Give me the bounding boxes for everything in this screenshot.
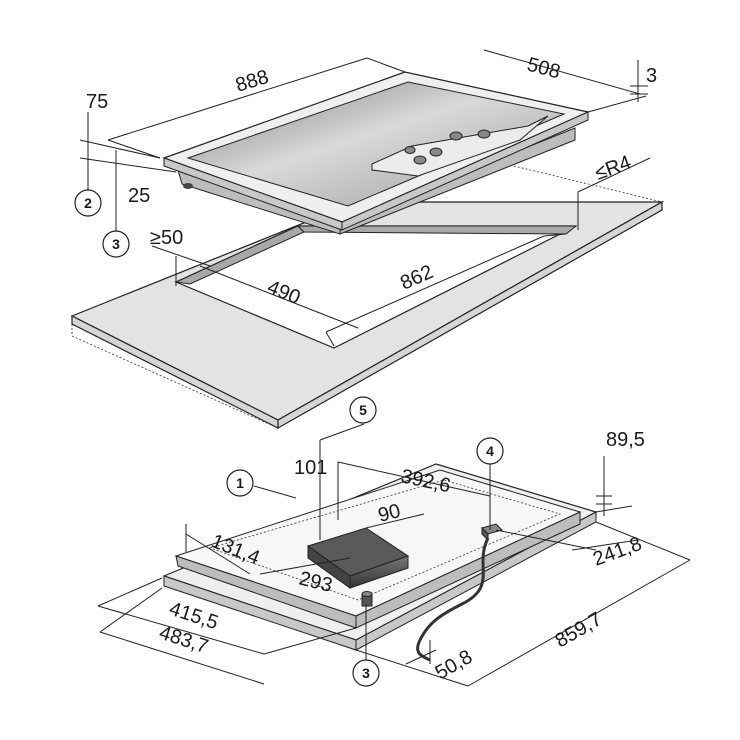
hob-foot-icon xyxy=(183,183,193,189)
callout-4: 4 xyxy=(476,437,504,465)
dim-r4: ≤R4 xyxy=(592,152,634,185)
gas-connection xyxy=(361,591,373,607)
bottom-dimension-lines xyxy=(97,456,691,687)
power-cable xyxy=(416,537,490,662)
dim-25: 25 xyxy=(128,185,150,207)
regulator-box xyxy=(306,527,410,589)
control-knobs xyxy=(404,129,491,165)
callout-1: 1 xyxy=(226,469,254,497)
callout-2: 2 xyxy=(74,189,102,217)
dim-241-8: 241,8 xyxy=(590,533,645,571)
dim-3: 3 xyxy=(646,65,657,87)
callout-5: 5 xyxy=(349,396,377,424)
knob-4-icon xyxy=(477,129,491,139)
callout-3-top: 3 xyxy=(102,230,130,258)
dim-859-7: 859,7 xyxy=(552,608,606,652)
top-dimension-lines xyxy=(79,49,651,347)
knob-5-icon xyxy=(404,146,416,154)
dim-min-50: ≥50 xyxy=(150,227,183,249)
cutout xyxy=(174,225,578,349)
svg-text:3: 3 xyxy=(362,665,370,681)
dim-508: 508 xyxy=(525,54,563,84)
knob-1-icon xyxy=(413,155,427,165)
svg-text:2: 2 xyxy=(84,195,92,211)
dim-89-5: 89,5 xyxy=(606,429,645,451)
svg-text:5: 5 xyxy=(359,402,367,418)
knob-2-icon xyxy=(429,147,443,157)
callout-3-bottom: 3 xyxy=(352,659,380,687)
svg-text:4: 4 xyxy=(486,443,494,459)
dim-75: 75 xyxy=(86,91,108,113)
callout-leaders xyxy=(253,423,491,660)
dim-101: 101 xyxy=(294,457,327,479)
connector-box xyxy=(481,523,503,542)
hob-underside-view xyxy=(162,463,598,662)
svg-text:3: 3 xyxy=(112,236,120,252)
dim-50-8: 50,8 xyxy=(432,646,477,685)
dim-90: 90 xyxy=(376,500,403,527)
svg-text:1: 1 xyxy=(236,475,244,491)
hob-top-view xyxy=(162,71,590,235)
dim-888: 888 xyxy=(233,66,271,97)
knob-3-icon xyxy=(449,131,463,141)
ceramic-glass-surface xyxy=(186,81,566,207)
